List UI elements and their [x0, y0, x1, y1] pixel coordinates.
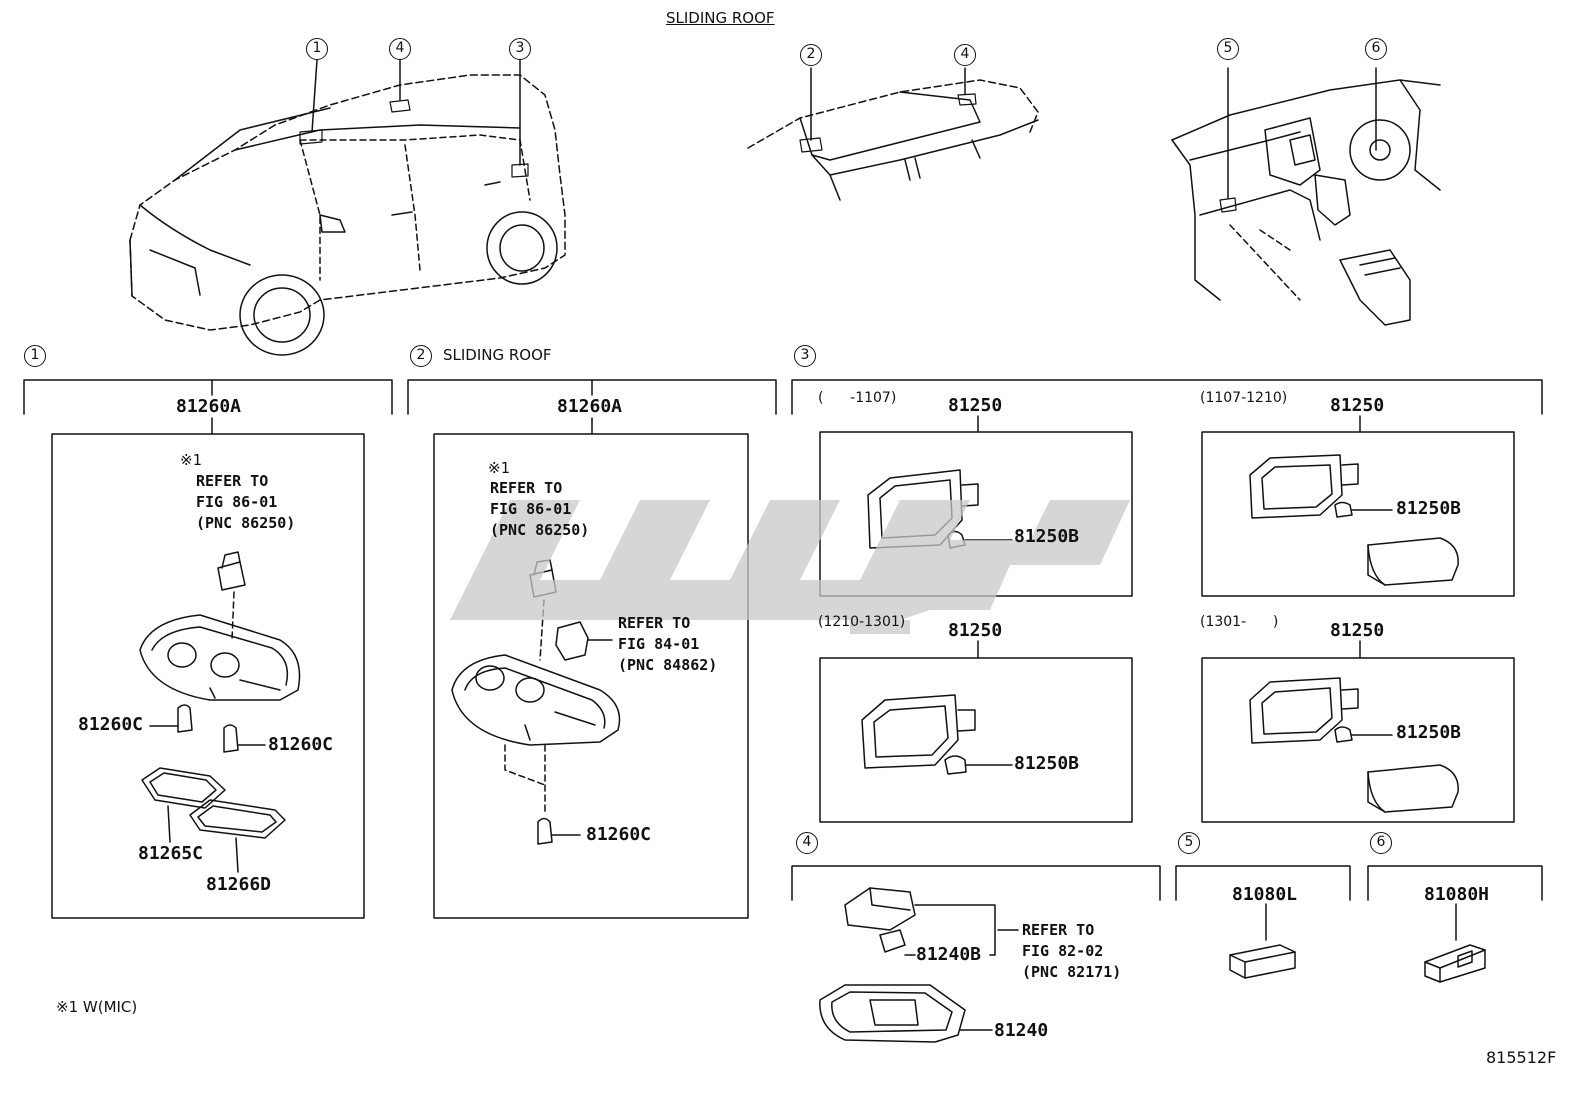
part-81260C-left: 81260C [78, 714, 144, 735]
part-81240B: 81240B [916, 944, 982, 965]
section-5-number: 5 [1178, 832, 1200, 854]
section-3b-date: (1107-1210) [1200, 390, 1288, 406]
part-81260C-right: 81260C [268, 734, 334, 755]
section-3d-lamp [1249, 677, 1459, 813]
callout-4-roof: 4 [954, 44, 976, 66]
section-3-number: 3 [794, 345, 816, 367]
part-81265C: 81265C [138, 843, 204, 864]
section-2-label: SLIDING ROOF [443, 346, 552, 364]
callout-5: 5 [1217, 38, 1239, 60]
section-3c-lamp [861, 694, 1013, 775]
section-1-number: 1 [24, 345, 46, 367]
part-81266D: 81266D [206, 874, 272, 895]
section-1-note-mark: ※1 [180, 451, 202, 469]
bracket-section-5 [1175, 865, 1351, 901]
box-3c [819, 657, 1133, 823]
section-1-parts [139, 551, 301, 873]
car-illustration [129, 59, 566, 356]
section-2-note-mark: ※1 [488, 459, 510, 477]
part-81240: 81240 [994, 1020, 1049, 1041]
section-3c-bulb: 81250B [1014, 753, 1080, 774]
roof-illustration [747, 67, 1039, 201]
part-81260C-sliding: 81260C [586, 824, 652, 845]
bracket-section-1 [23, 379, 393, 415]
section-4-refer: REFER TO FIG 82-02 (PNC 82171) [1022, 921, 1122, 981]
section-4-number: 4 [796, 832, 818, 854]
section-3d-date: (1301- ) [1200, 614, 1279, 630]
section-3b-main-part: 81250 [1330, 395, 1385, 416]
section-2-refer-a: REFER TO FIG 86-01 (PNC 86250) [490, 479, 590, 539]
box-section-1 [51, 433, 365, 919]
section-4-parts [819, 887, 1019, 1043]
section-3c-date: (1210-1301) [818, 614, 906, 630]
section-1-refer: REFER TO FIG 86-01 (PNC 86250) [196, 472, 296, 532]
callout-3: 3 [509, 38, 531, 60]
section-2-refer-b: REFER TO FIG 84-01 (PNC 84862) [618, 614, 718, 674]
footnote: ※1 W(MIC) [56, 998, 138, 1016]
part-81080L: 81080L [1232, 884, 1298, 905]
section-3a-bulb: 81250B [1014, 526, 1080, 547]
part-81080H: 81080H [1424, 884, 1490, 905]
section-2-number: 2 [410, 345, 432, 367]
bracket-section-3 [791, 379, 1543, 415]
bracket-section-6 [1367, 865, 1543, 901]
section-3c-main-part: 81250 [948, 620, 1003, 641]
callout-4: 4 [389, 38, 411, 60]
section-5-part [1229, 944, 1296, 979]
section-2-main-part: 81260A [557, 396, 623, 417]
section-1-main-part: 81260A [176, 396, 242, 417]
section-3b-bulb: 81250B [1396, 498, 1462, 519]
callout-6: 6 [1365, 38, 1387, 60]
figure-id: 815512F [1486, 1048, 1557, 1067]
section-3d-main-part: 81250 [1330, 620, 1385, 641]
sliding-roof-caption: SLIDING ROOF [666, 9, 775, 27]
callout-1: 1 [306, 38, 328, 60]
box-3b [1201, 431, 1515, 597]
callout-2: 2 [800, 44, 822, 66]
box-3d [1201, 657, 1515, 823]
watermark-logo [450, 500, 1130, 634]
section-3a-main-part: 81250 [948, 395, 1003, 416]
section-3d-bulb: 81250B [1396, 722, 1462, 743]
box-section-2 [433, 433, 749, 919]
section-3a-date: ( -1107) [818, 390, 897, 406]
bracket-section-4 [791, 865, 1161, 901]
section-2-parts [451, 559, 621, 845]
section-3b-lamp [1249, 454, 1459, 586]
section-6-number: 6 [1370, 832, 1392, 854]
dashboard-illustration [1171, 67, 1441, 326]
section-6-part [1424, 944, 1486, 983]
